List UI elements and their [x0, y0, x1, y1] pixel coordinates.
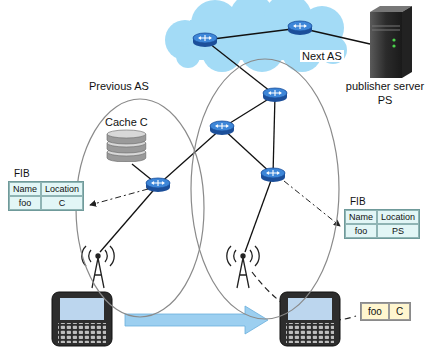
region-label: Next AS [300, 50, 344, 62]
region-label: Previous AS [87, 80, 151, 92]
table-cell: Name [345, 210, 377, 224]
table-cell: PS [377, 224, 419, 238]
fib-table: NameLocationfooPS [344, 209, 420, 239]
routers [146, 21, 312, 192]
cloud [165, 0, 347, 72]
move-arrow [125, 306, 268, 334]
table-cell: foo [345, 224, 377, 238]
fib-node: FIBNameLocationfooPS [344, 196, 420, 239]
server-label: publisher server PS [343, 80, 427, 108]
table-cell: Location [377, 210, 419, 224]
antenna-towers [82, 246, 259, 288]
name-tag: fooC [360, 302, 411, 321]
fib-node: FIBNameLocationfooC [8, 168, 84, 211]
table-cell: Location [41, 182, 83, 196]
links [100, 28, 370, 252]
table-cell: C [41, 196, 83, 210]
as-region: Next AS [190, 58, 340, 320]
phone-left [52, 292, 112, 346]
server-node: publisher server PS [343, 80, 427, 108]
table-title: FIB [8, 168, 84, 181]
fib-table: NameLocationfooC [8, 181, 84, 211]
table-title: FIB [344, 196, 420, 209]
table-cell: Name [9, 182, 41, 196]
cache-icon [105, 128, 148, 162]
table-cell: foo [361, 303, 389, 320]
phone-right [280, 292, 340, 346]
leader-lines [90, 181, 340, 226]
cache-label: Cache C [105, 116, 148, 128]
as-region: Previous ASCache C [75, 98, 205, 318]
table-cell: foo [9, 196, 41, 210]
fib-table: fooC [360, 302, 411, 321]
server-icon [370, 6, 412, 78]
cache-node: Cache C [105, 116, 148, 162]
table-cell: C [389, 303, 410, 320]
region-outline [190, 58, 340, 320]
